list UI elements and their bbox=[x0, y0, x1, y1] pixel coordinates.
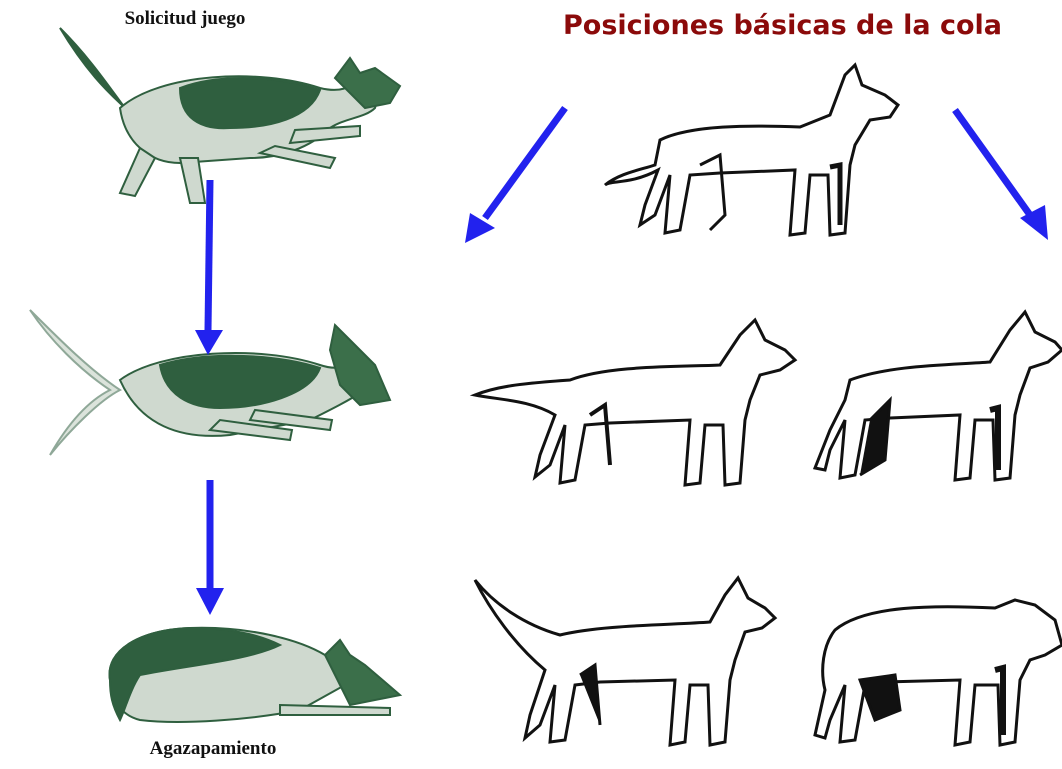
lowered-run-dog-sketch bbox=[29, 290, 392, 475]
play-request-title: Solicitud juego bbox=[124, 8, 246, 29]
low-tail-dog-sketch bbox=[800, 300, 1062, 490]
horizontal-tail-dog-sketch bbox=[469, 305, 800, 490]
arrow-icon bbox=[952, 107, 1048, 240]
crouch-dog-sketch bbox=[100, 620, 410, 735]
arrow-icon bbox=[465, 105, 568, 243]
play-request-dog-sketch bbox=[30, 18, 402, 208]
tucked-tail-dog-sketch bbox=[805, 570, 1062, 750]
tail-positions-title: Posiciones básicas de la cola bbox=[563, 10, 1002, 41]
arrow-icon bbox=[196, 480, 224, 615]
crouch-caption: Agazapamiento bbox=[149, 738, 277, 759]
neutral-tail-dog-sketch bbox=[600, 55, 905, 245]
raised-tail-dog-sketch bbox=[470, 570, 790, 750]
arrow-icon bbox=[195, 179, 223, 355]
